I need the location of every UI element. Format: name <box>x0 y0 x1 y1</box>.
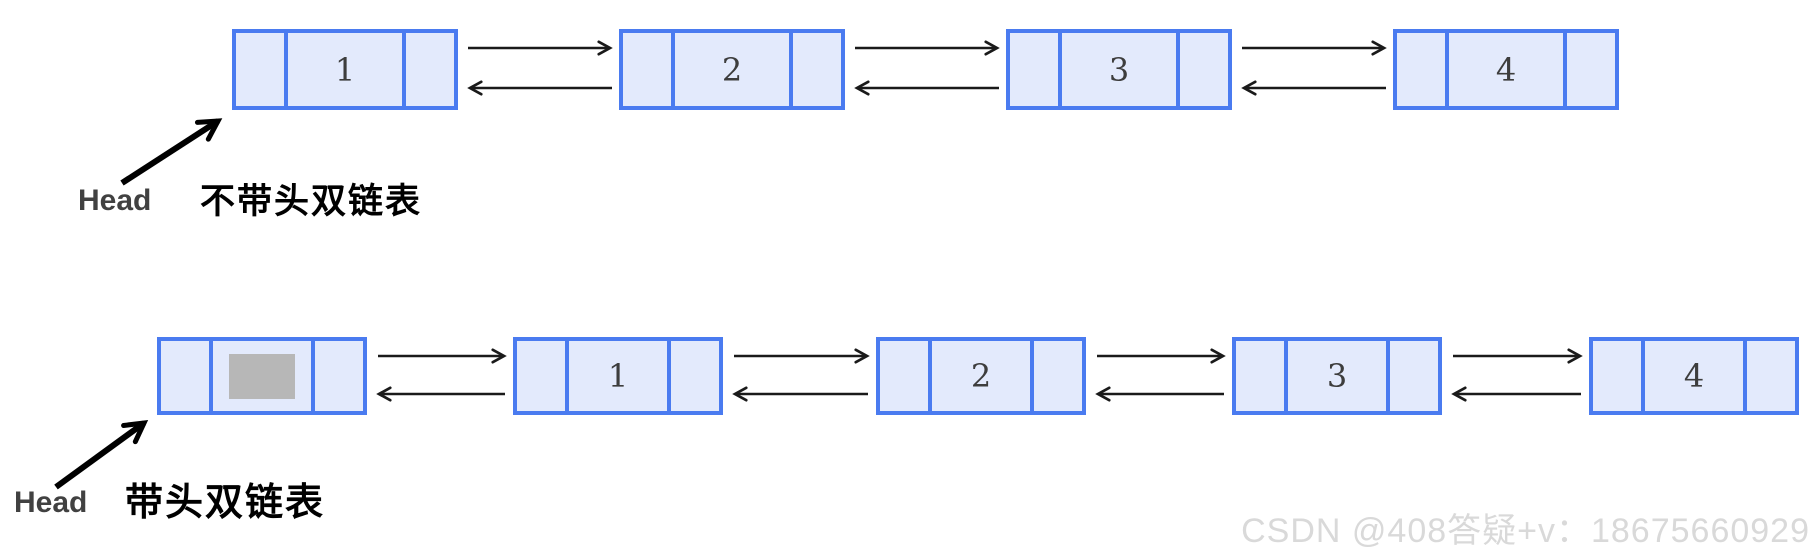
node-value: 4 <box>1495 50 1517 89</box>
data-cell <box>213 341 311 411</box>
node-value: 2 <box>721 50 743 89</box>
prev-pointer-cell <box>161 341 213 411</box>
next-pointer-cell <box>311 341 363 411</box>
prev-pointer-cell <box>880 341 932 411</box>
data-cell: 4 <box>1449 33 1563 106</box>
prev-pointer-cell <box>1236 341 1288 411</box>
prev-pointer-cell <box>1010 33 1062 106</box>
data-cell: 1 <box>569 341 667 411</box>
next-pointer-cell <box>1176 33 1228 106</box>
node-value: 3 <box>1108 50 1130 89</box>
prev-pointer-cell <box>1397 33 1449 106</box>
data-cell: 2 <box>932 341 1030 411</box>
next-pointer-cell <box>789 33 841 106</box>
diagram-title: 不带头双链表 <box>200 182 423 221</box>
list-node: 2 <box>619 29 845 110</box>
next-pointer-cell <box>1743 341 1795 411</box>
node-value: 2 <box>970 357 992 395</box>
prev-pointer-cell <box>517 341 569 411</box>
data-cell: 4 <box>1645 341 1743 411</box>
list-node: 4 <box>1393 29 1619 110</box>
csdn-watermark: CSDN @408答疑+v：18675660929 <box>1241 512 1810 548</box>
next-pointer-cell <box>1563 33 1615 106</box>
node-value: 1 <box>334 50 356 89</box>
next-pointer-cell <box>402 33 454 106</box>
list-node: 2 <box>876 337 1086 415</box>
head-pointer-label: Head <box>78 184 152 217</box>
top-head-pointer-arrow <box>120 118 223 186</box>
diagram-title: 带头双链表 <box>125 482 326 524</box>
next-pointer-cell <box>1386 341 1438 411</box>
list-node: 4 <box>1589 337 1799 415</box>
node-value: 3 <box>1326 357 1348 395</box>
prev-pointer-cell <box>236 33 288 106</box>
data-cell: 2 <box>675 33 789 106</box>
sentinel-head-node <box>157 337 367 415</box>
unused-data-gray-box <box>229 353 295 399</box>
node-value: 4 <box>1683 357 1705 395</box>
list-node: 1 <box>232 29 458 110</box>
head-pointer-label: Head <box>14 486 88 519</box>
data-cell: 1 <box>288 33 402 106</box>
list-node: 3 <box>1232 337 1442 415</box>
next-pointer-cell <box>1030 341 1082 411</box>
prev-pointer-cell <box>1593 341 1645 411</box>
list-node: 3 <box>1006 29 1232 110</box>
bottom-head-pointer-arrow <box>54 419 149 490</box>
data-cell: 3 <box>1062 33 1176 106</box>
data-cell: 3 <box>1288 341 1386 411</box>
next-pointer-cell <box>667 341 719 411</box>
list-node: 1 <box>513 337 723 415</box>
prev-pointer-cell <box>623 33 675 106</box>
node-value: 1 <box>607 357 629 395</box>
